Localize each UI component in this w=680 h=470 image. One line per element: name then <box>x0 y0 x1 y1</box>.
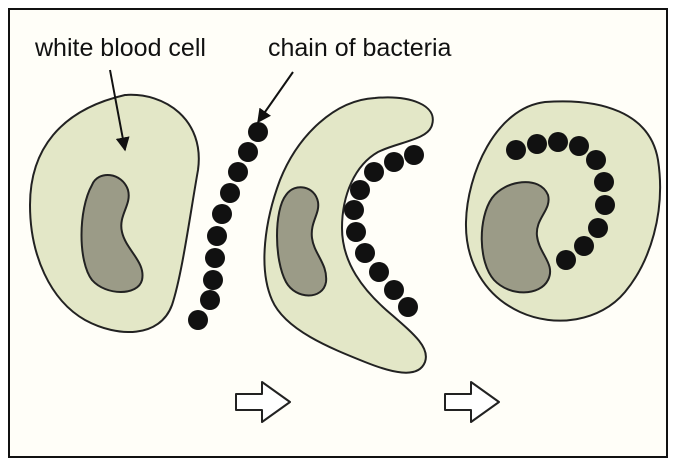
bacteria-chain-1 <box>188 122 268 330</box>
stage-arrow-1 <box>236 382 290 422</box>
stage-arrow-2 <box>445 382 499 422</box>
bacteria-pointer-line <box>258 72 293 122</box>
